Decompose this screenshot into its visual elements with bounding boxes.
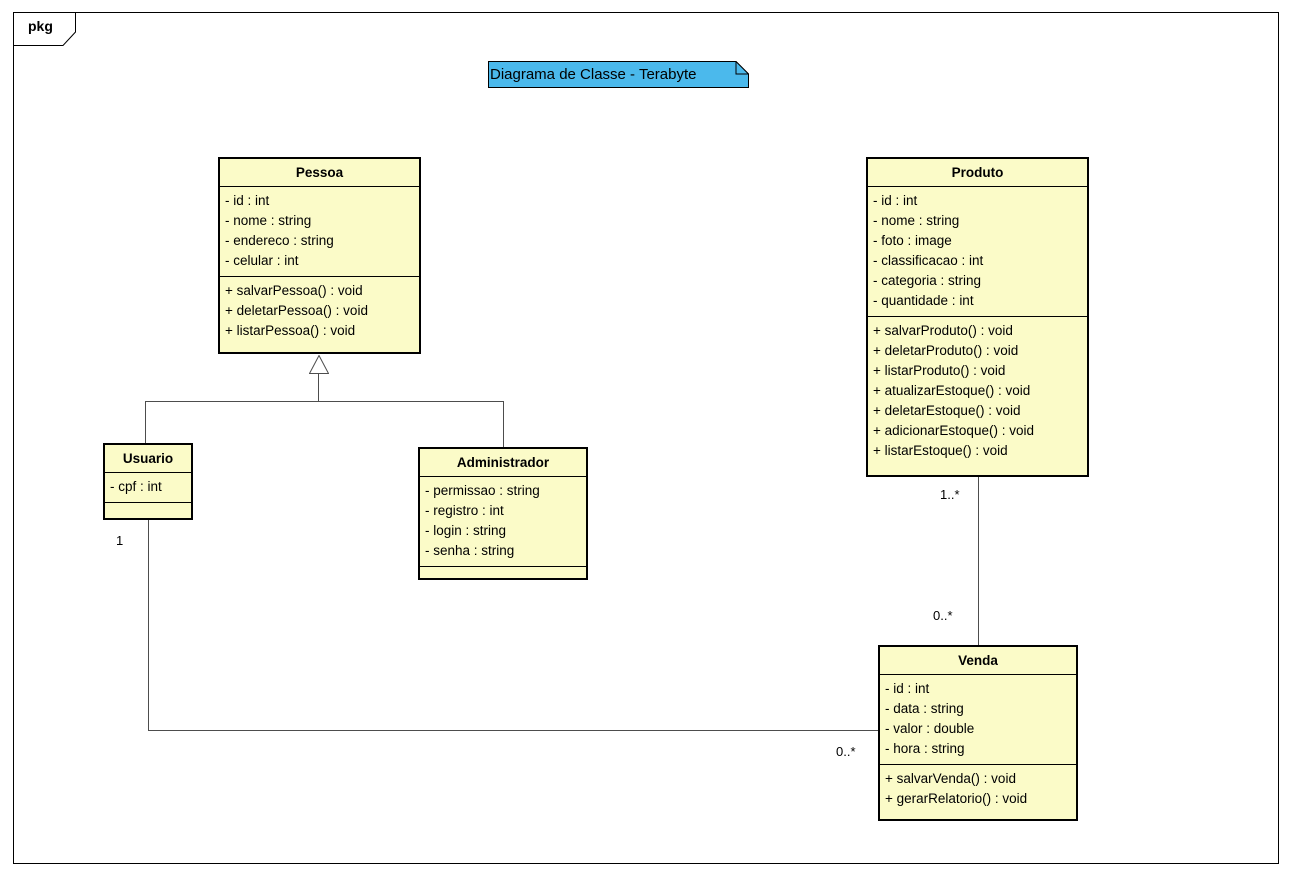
- note-fold-icon: [735, 61, 749, 75]
- class-pessoa-title: Pessoa: [220, 159, 419, 187]
- method-row: + listarEstoque() : void: [873, 443, 1008, 458]
- class-pessoa[interactable]: Pessoa - id : int - nome : string - endere…: [218, 157, 421, 354]
- generalization-administrador-line: [503, 401, 504, 447]
- method-row: + adicionarEstoque() : void: [873, 423, 1034, 438]
- package-frame: [13, 12, 1279, 864]
- multiplicity-usuario-end: 1: [116, 533, 124, 548]
- class-pessoa-methods: + salvarPessoa() : void + deletarPessoa()…: [220, 277, 419, 352]
- package-tab[interactable]: [13, 12, 77, 46]
- package-tab-shape: [13, 12, 76, 46]
- attribute-row: - id : int: [225, 193, 270, 208]
- attribute-row: - nome : string: [873, 213, 960, 228]
- attribute-row: - senha : string: [425, 543, 515, 558]
- multiplicity-produto-end: 1..*: [940, 487, 960, 502]
- attribute-row: - foto : image: [873, 233, 952, 248]
- generalization-branch-line: [145, 401, 503, 402]
- attribute-row: - id : int: [873, 193, 918, 208]
- association-usuario-venda-hline: [148, 730, 878, 731]
- method-row: + deletarPessoa() : void: [225, 303, 368, 318]
- generalization-stem-line: [318, 373, 319, 401]
- method-row: + gerarRelatorio() : void: [885, 791, 1028, 806]
- method-row: + atualizarEstoque() : void: [873, 383, 1031, 398]
- generalization-arrowhead-icon: [309, 355, 329, 374]
- method-row: + deletarProduto() : void: [873, 343, 1019, 358]
- attribute-row: - registro : int: [425, 503, 504, 518]
- attribute-row: - endereco : string: [225, 233, 334, 248]
- attribute-row: - id : int: [885, 681, 930, 696]
- class-venda-title: Venda: [880, 647, 1076, 675]
- class-produto[interactable]: Produto - id : int - nome : string - foto …: [866, 157, 1089, 477]
- class-produto-attributes: - id : int - nome : string - foto : image -…: [868, 187, 1087, 317]
- class-produto-title: Produto: [868, 159, 1087, 187]
- method-row: + salvarVenda() : void: [885, 771, 1016, 786]
- attribute-row: - login : string: [425, 523, 507, 538]
- association-usuario-venda-vline: [148, 520, 149, 731]
- attribute-row: - nome : string: [225, 213, 312, 228]
- attribute-row: - quantidade : int: [873, 293, 974, 308]
- attribute-row: - valor : double: [885, 721, 975, 736]
- multiplicity-venda-end-produto: 0..*: [933, 608, 953, 623]
- method-row: + deletarEstoque() : void: [873, 403, 1021, 418]
- class-usuario-attributes: - cpf : int: [105, 473, 191, 503]
- attribute-row: - hora : string: [885, 741, 965, 756]
- class-venda[interactable]: Venda - id : int - data : string - valor :…: [878, 645, 1078, 821]
- class-usuario-title: Usuario: [105, 445, 191, 473]
- attribute-row: - classificacao : int: [873, 253, 984, 268]
- class-administrador-title: Administrador: [420, 449, 586, 477]
- attribute-row: - celular : int: [225, 253, 299, 268]
- class-produto-methods: + salvarProduto() : void + deletarProduto…: [868, 317, 1087, 475]
- package-tab-label: pkg: [28, 18, 53, 34]
- attribute-row: - data : string: [885, 701, 964, 716]
- method-row: + salvarProduto() : void: [873, 323, 1013, 338]
- class-pessoa-attributes: - id : int - nome : string - endereco : st…: [220, 187, 419, 277]
- class-administrador-methods: [420, 567, 586, 578]
- method-row: + salvarPessoa() : void: [225, 283, 363, 298]
- generalization-usuario-line: [145, 401, 146, 443]
- attribute-row: - permissao : string: [425, 483, 540, 498]
- method-row: + listarProduto() : void: [873, 363, 1006, 378]
- class-administrador-attributes: - permissao : string - registro : int - lo…: [420, 477, 586, 567]
- association-produto-venda-line: [978, 477, 979, 645]
- method-row: + listarPessoa() : void: [225, 323, 356, 338]
- class-venda-attributes: - id : int - data : string - valor : doubl…: [880, 675, 1076, 765]
- class-usuario-methods: [105, 503, 191, 518]
- attribute-row: - cpf : int: [110, 479, 162, 494]
- class-administrador[interactable]: Administrador - permissao : string - regi…: [418, 447, 588, 580]
- note-label: Diagrama de Classe - Terabyte: [490, 66, 697, 83]
- attribute-row: - categoria : string: [873, 273, 982, 288]
- note-body: [488, 61, 749, 88]
- multiplicity-venda-end-usuario: 0..*: [836, 744, 856, 759]
- class-usuario[interactable]: Usuario - cpf : int: [103, 443, 193, 520]
- class-venda-methods: + salvarVenda() : void + gerarRelatorio()…: [880, 765, 1076, 819]
- diagram-note[interactable]: [488, 61, 749, 88]
